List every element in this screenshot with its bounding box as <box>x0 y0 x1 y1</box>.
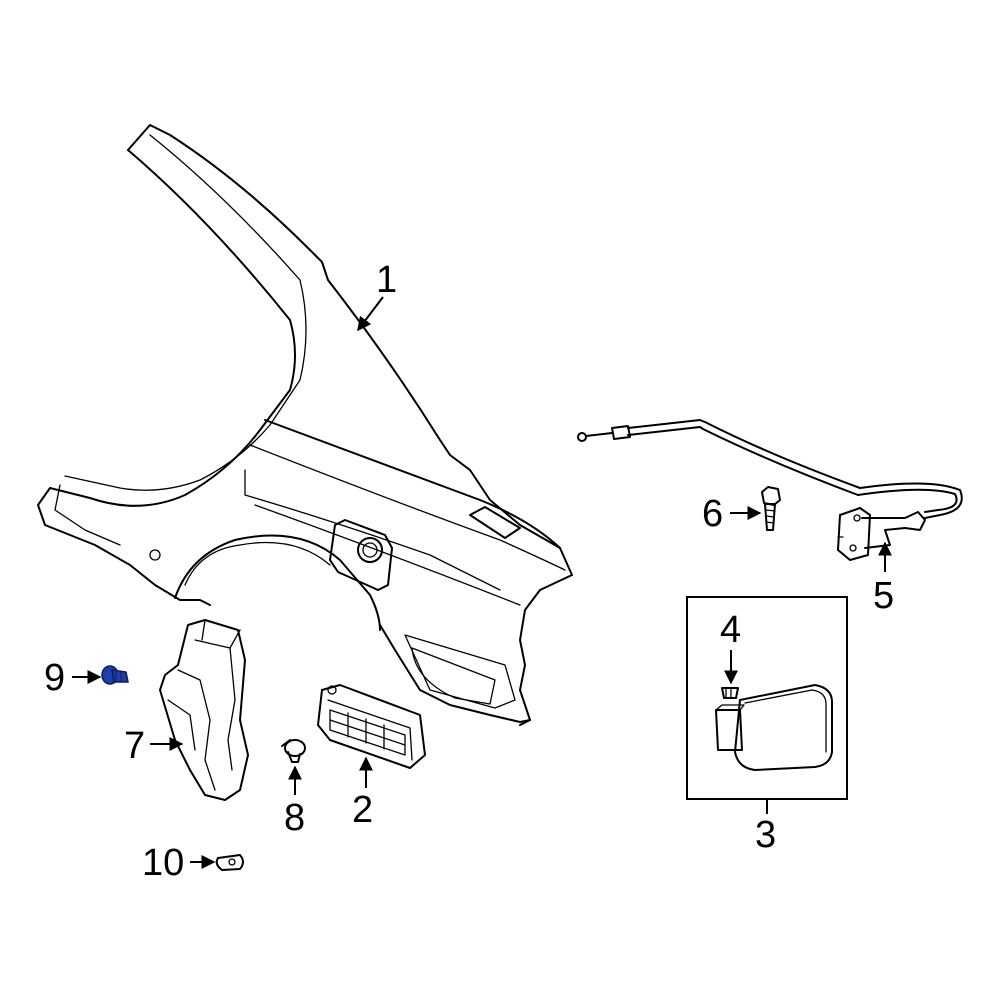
callout-6[interactable]: 6 <box>702 493 723 535</box>
callout-10[interactable]: 10 <box>142 842 184 884</box>
callout-5[interactable]: 5 <box>873 575 894 617</box>
callout-8[interactable]: 8 <box>284 797 305 839</box>
release-cable[interactable] <box>577 419 963 561</box>
callout-4[interactable]: 4 <box>720 609 741 651</box>
push-clip[interactable] <box>281 739 306 763</box>
callout-9[interactable]: 9 <box>44 657 65 699</box>
fuel-door[interactable] <box>715 684 833 771</box>
vent-grille[interactable] <box>317 684 426 769</box>
callout-7[interactable]: 7 <box>124 725 145 767</box>
fuel-door-group-box <box>686 596 848 800</box>
splash-shield[interactable] <box>159 619 249 801</box>
quarter-panel[interactable] <box>37 124 573 726</box>
callout-1[interactable]: 1 <box>376 259 397 301</box>
leader-1 <box>357 296 384 332</box>
retainer-clip[interactable] <box>215 854 244 871</box>
bolt[interactable] <box>761 486 781 531</box>
screw[interactable] <box>101 665 129 685</box>
callout-2[interactable]: 2 <box>352 789 373 831</box>
callout-3[interactable]: 3 <box>755 814 776 856</box>
spring-clip[interactable] <box>721 687 739 699</box>
